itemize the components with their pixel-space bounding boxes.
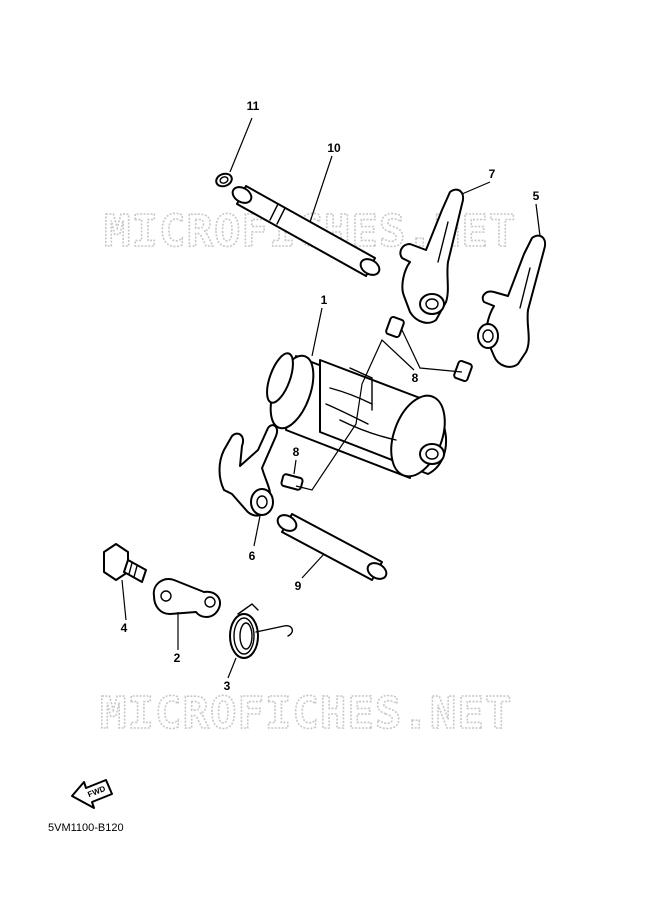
part-6-shift-fork[interactable] [218,424,278,517]
part-2-stopper-lever[interactable] [152,578,222,618]
part-8-guide-pin-b[interactable] [453,359,473,383]
callout-6: 6 [249,549,256,563]
callout-7: 7 [489,167,496,181]
part-8-guide-pin-c[interactable] [280,473,304,491]
diagram-code: 5VM1100-B120 [48,822,124,834]
callout-2: 2 [174,651,181,665]
callout-8-upper: 8 [412,371,419,385]
callout-3: 3 [224,679,231,693]
part-3-torsion-spring[interactable] [229,603,294,659]
leader-lines [121,117,541,679]
part-4-bolt[interactable] [103,543,147,583]
callout-1: 1 [321,293,328,307]
watermark-bottom: MICROFICHES.NET [100,688,512,739]
part-7-shift-fork[interactable] [399,188,464,324]
part-11-circlip[interactable] [214,172,233,189]
callout-4: 4 [121,621,128,635]
callout-8-lower: 8 [293,445,300,459]
callout-9: 9 [295,579,302,593]
part-8-guide-pin-a[interactable] [385,315,405,339]
callout-10: 10 [327,141,341,155]
part-10-guide-bar[interactable] [230,184,382,278]
fwd-arrow-icon: FWD [71,779,113,809]
part-9-guide-bar[interactable] [275,512,389,582]
part-1-shift-drum[interactable] [262,350,455,484]
part-5-shift-fork[interactable] [477,234,546,368]
callout-5: 5 [533,189,540,203]
callout-11: 11 [247,99,260,113]
